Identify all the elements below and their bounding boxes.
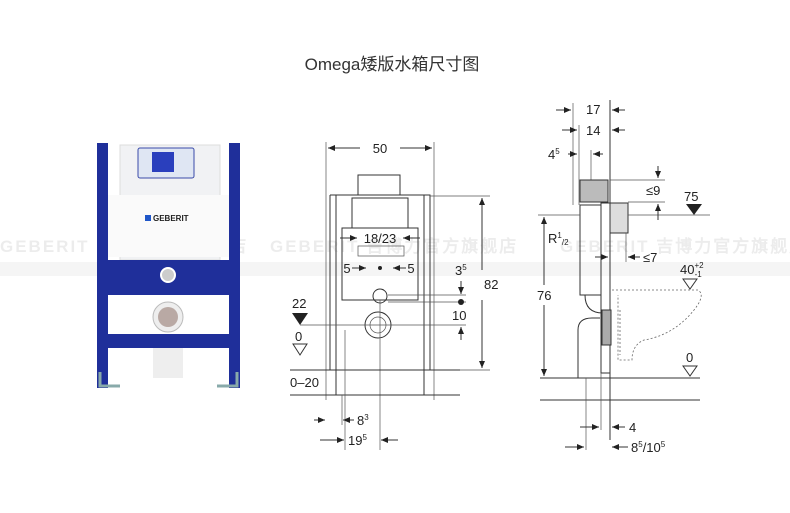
dim-depth-total: 17 [586, 102, 600, 117]
watermark: GEBERIT 吉博力官方旗舰店 [560, 236, 790, 256]
dim-pipe-offset-side: 85/105 [631, 440, 666, 455]
thread-size: R1/2 [548, 231, 569, 247]
dim-height: 82 [484, 277, 498, 292]
dim-pipe-gap: 10 [452, 308, 466, 323]
dim-offset-right: 5 [407, 261, 414, 276]
floor-zero-front: 0 [295, 329, 302, 344]
dim-width: 50 [373, 141, 387, 156]
dim-wall-gap: 4 [629, 420, 636, 435]
dim-leg-offset: 83 [357, 413, 369, 428]
dim-flush-plate: 18/23 [364, 231, 397, 246]
side-view: 17 14 45 ≤9 75 R1/2 76 ≤7 40+2-1 0 [537, 100, 710, 455]
dim-center-offset: 195 [348, 433, 367, 448]
page-title: Omega矮版水箱尺寸图 [305, 55, 480, 74]
product-photo: GEBERIT [97, 143, 240, 388]
geberit-logo-mark [145, 215, 151, 221]
dim-floor-range: 0–20 [290, 375, 319, 390]
floor-zero-side: 0 [686, 350, 693, 365]
dim-pipe-offset: 35 [455, 263, 467, 278]
dim-cistern-offset: 45 [548, 147, 560, 162]
dim-water-inlet: 22 [292, 296, 306, 311]
dim-inlet-height: 76 [537, 288, 551, 303]
geberit-logo: GEBERIT [153, 214, 189, 223]
dim-plate-max: ≤9 [646, 183, 660, 198]
front-view: 50 18/23 5 5 82 35 10 22 0 0–20 [290, 141, 498, 450]
dim-offset-left: 5 [343, 261, 350, 276]
dim-plate-height: 75 [684, 189, 698, 204]
dim-pan-height: 40+2-1 [680, 261, 704, 279]
dim-depth-frame: 14 [586, 123, 600, 138]
dim-bolt-max: ≤7 [643, 250, 657, 265]
